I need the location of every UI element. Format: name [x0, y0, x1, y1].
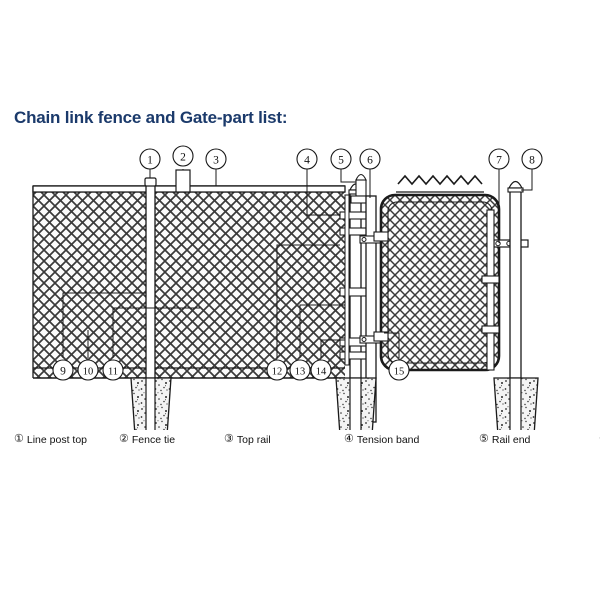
legend-label-4: Tension band	[356, 433, 420, 446]
callout-6-label: 6	[367, 155, 373, 167]
gate-post-footing	[493, 377, 539, 430]
gate-frame-hinge	[373, 231, 389, 342]
callout-1-label: 1	[147, 155, 153, 167]
circled-number-2-icon: ②	[119, 433, 129, 445]
callout-3-label: 3	[213, 155, 219, 167]
callout-4[interactable]: 4	[296, 148, 318, 170]
callout-14[interactable]: 14	[310, 359, 332, 381]
leader-lines-top	[149, 169, 533, 243]
callout-10-label: 10	[83, 367, 94, 378]
callout-5[interactable]: 5	[330, 148, 352, 170]
callout-12-label: 12	[272, 367, 283, 378]
callout-bubbles: 1 2 3 4 5 6 7	[52, 145, 543, 381]
legend-item-4: ④ Tension band	[344, 430, 479, 449]
callout-11-label: 11	[108, 367, 118, 378]
callout-2-label: 2	[180, 152, 186, 164]
line-post-footing	[130, 377, 172, 430]
callout-7-label: 7	[496, 155, 502, 167]
callout-14-label: 14	[316, 367, 327, 378]
terminal-post-footing	[335, 377, 377, 430]
callout-13[interactable]: 13	[289, 359, 311, 381]
callout-9-label: 9	[60, 366, 66, 378]
circled-number-4-icon: ④	[344, 433, 354, 445]
callout-15[interactable]: 15	[388, 359, 410, 381]
callout-8-label: 8	[529, 155, 535, 167]
line-post-top	[144, 177, 157, 187]
callout-9[interactable]: 9	[52, 359, 74, 381]
legend-item-5: ⑤ Rail end	[479, 430, 599, 449]
circled-number-1-icon: ①	[14, 433, 24, 445]
fence-diagram: 1 2 3 4 5 6 7	[32, 145, 543, 430]
circled-number-5-icon: ⑤	[479, 433, 489, 445]
legend-item-1: ① Line post top	[14, 430, 119, 449]
rail-end	[355, 173, 367, 181]
fence-mesh-panel	[32, 185, 345, 379]
legend-label-1: Line post top	[26, 433, 88, 446]
legend-label-3: Top rail	[236, 433, 271, 446]
legend-label-2: Fence tie	[131, 433, 176, 446]
callout-2[interactable]: 2	[172, 145, 194, 167]
callout-15-label: 15	[394, 367, 405, 378]
legend-label-5: Rail end	[491, 433, 531, 446]
parts-legend: ① Line post top ② Fence tie ③ Top rail ④…	[14, 430, 600, 449]
callout-13-label: 13	[295, 367, 306, 378]
callout-3[interactable]: 3	[205, 148, 227, 170]
legend-item-3: ③ Top rail	[224, 430, 344, 449]
terminal-post-cap	[507, 180, 524, 193]
selvage-wire	[397, 174, 483, 186]
callout-12[interactable]: 12	[266, 359, 288, 381]
callout-10[interactable]: 10	[77, 359, 99, 381]
callout-5-label: 5	[338, 155, 344, 167]
fence-tie	[175, 169, 191, 193]
callout-8[interactable]: 8	[521, 148, 543, 170]
gate-frame	[379, 174, 501, 372]
callout-4-label: 4	[304, 155, 310, 167]
rail-end-assembly	[350, 173, 372, 204]
legend-item-2: ② Fence tie	[119, 430, 224, 449]
page-title: Chain link fence and Gate-part list:	[14, 108, 288, 127]
callout-1[interactable]: 1	[139, 148, 161, 170]
callout-11[interactable]: 11	[102, 359, 124, 381]
tension-bar	[344, 194, 350, 366]
leader-lines-bottom	[62, 244, 400, 358]
callout-6[interactable]: 6	[359, 148, 381, 170]
callout-7[interactable]: 7	[488, 148, 510, 170]
circled-number-3-icon: ③	[224, 433, 234, 445]
